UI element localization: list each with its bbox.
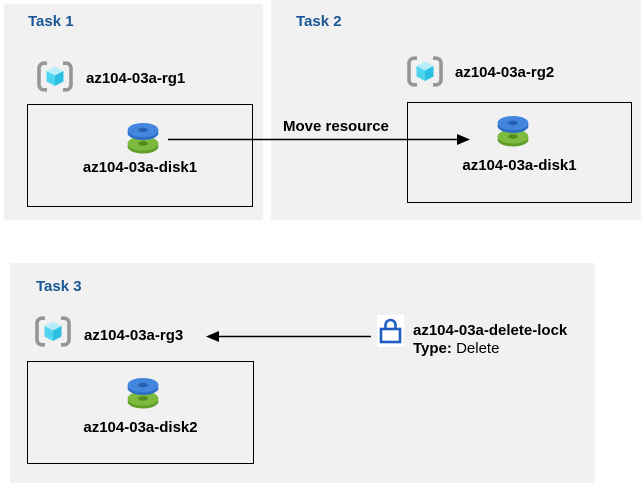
task2-panel [271,0,641,220]
task2-resource-box [407,102,632,203]
task3-panel [10,263,595,483]
bracket-left [35,316,45,347]
lock-type-value: Delete [456,340,500,357]
disk-blue-hole [138,127,148,133]
task1-title: Task 1 [28,13,74,30]
move-resource-label: Move resource [283,118,389,135]
lock-name: az104-03a-delete-lock [413,322,568,339]
resource-name: az104-03a-disk2 [83,419,198,436]
bracket-right [433,56,443,87]
cube-left-face [416,66,425,81]
resource-group-icon [35,316,71,347]
disk-blue-hole [508,120,518,126]
cube-right-face [55,71,64,86]
task2-title: Task 2 [296,13,342,30]
lock-body [379,327,402,344]
resource-group-icon [407,56,443,87]
disk-green-hole [508,134,518,139]
cube-left-face [46,71,55,86]
disk-icon [127,123,159,154]
resource-group-icon [37,61,73,92]
disk-green-hole [138,141,148,146]
cube-right-face [53,326,62,341]
bracket-left [37,61,47,92]
lock-shackle [384,318,397,330]
disk-green-hole [138,396,148,401]
bracket-right [61,316,71,347]
lock-type-label: Type: [413,340,452,357]
resource-group-name: az104-03a-rg3 [84,327,184,344]
resource-name: az104-03a-disk1 [82,159,198,176]
task1-resource-box [27,104,253,207]
task3-title: Task 3 [36,278,82,295]
lock-type-line: Type: Delete [413,340,567,358]
lock-glyph [379,318,402,344]
disk-icon [497,116,529,147]
lock-caption: az104-03a-delete-lock Type: Delete [413,322,567,358]
task1-panel [4,4,263,220]
resource-group-name: az104-03a-rg1 [86,70,186,87]
disk-icon [127,378,159,409]
task3-resource-box [27,361,254,464]
bracket-left [407,56,417,87]
cube-left-face [44,326,53,341]
cube-right-face [425,66,434,81]
resource-name: az104-03a-disk1 [462,157,577,174]
bracket-right [63,61,73,92]
resource-group-name: az104-03a-rg2 [455,64,555,81]
disk-blue-hole [138,382,148,388]
lock-icon [377,315,404,347]
